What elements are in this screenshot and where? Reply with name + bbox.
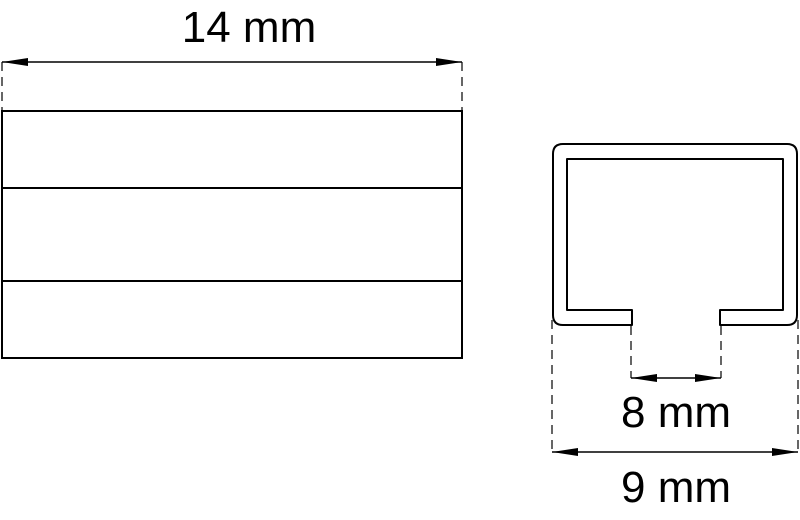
side-view-outline <box>1 110 463 359</box>
side-view: 14 mm <box>1 3 463 359</box>
channel-profile <box>552 143 798 326</box>
width-label: 9 mm <box>621 463 731 512</box>
cross-section: 8 mm 9 mm <box>551 143 799 512</box>
opening-label: 8 mm <box>621 388 731 437</box>
length-label: 14 mm <box>182 3 316 52</box>
